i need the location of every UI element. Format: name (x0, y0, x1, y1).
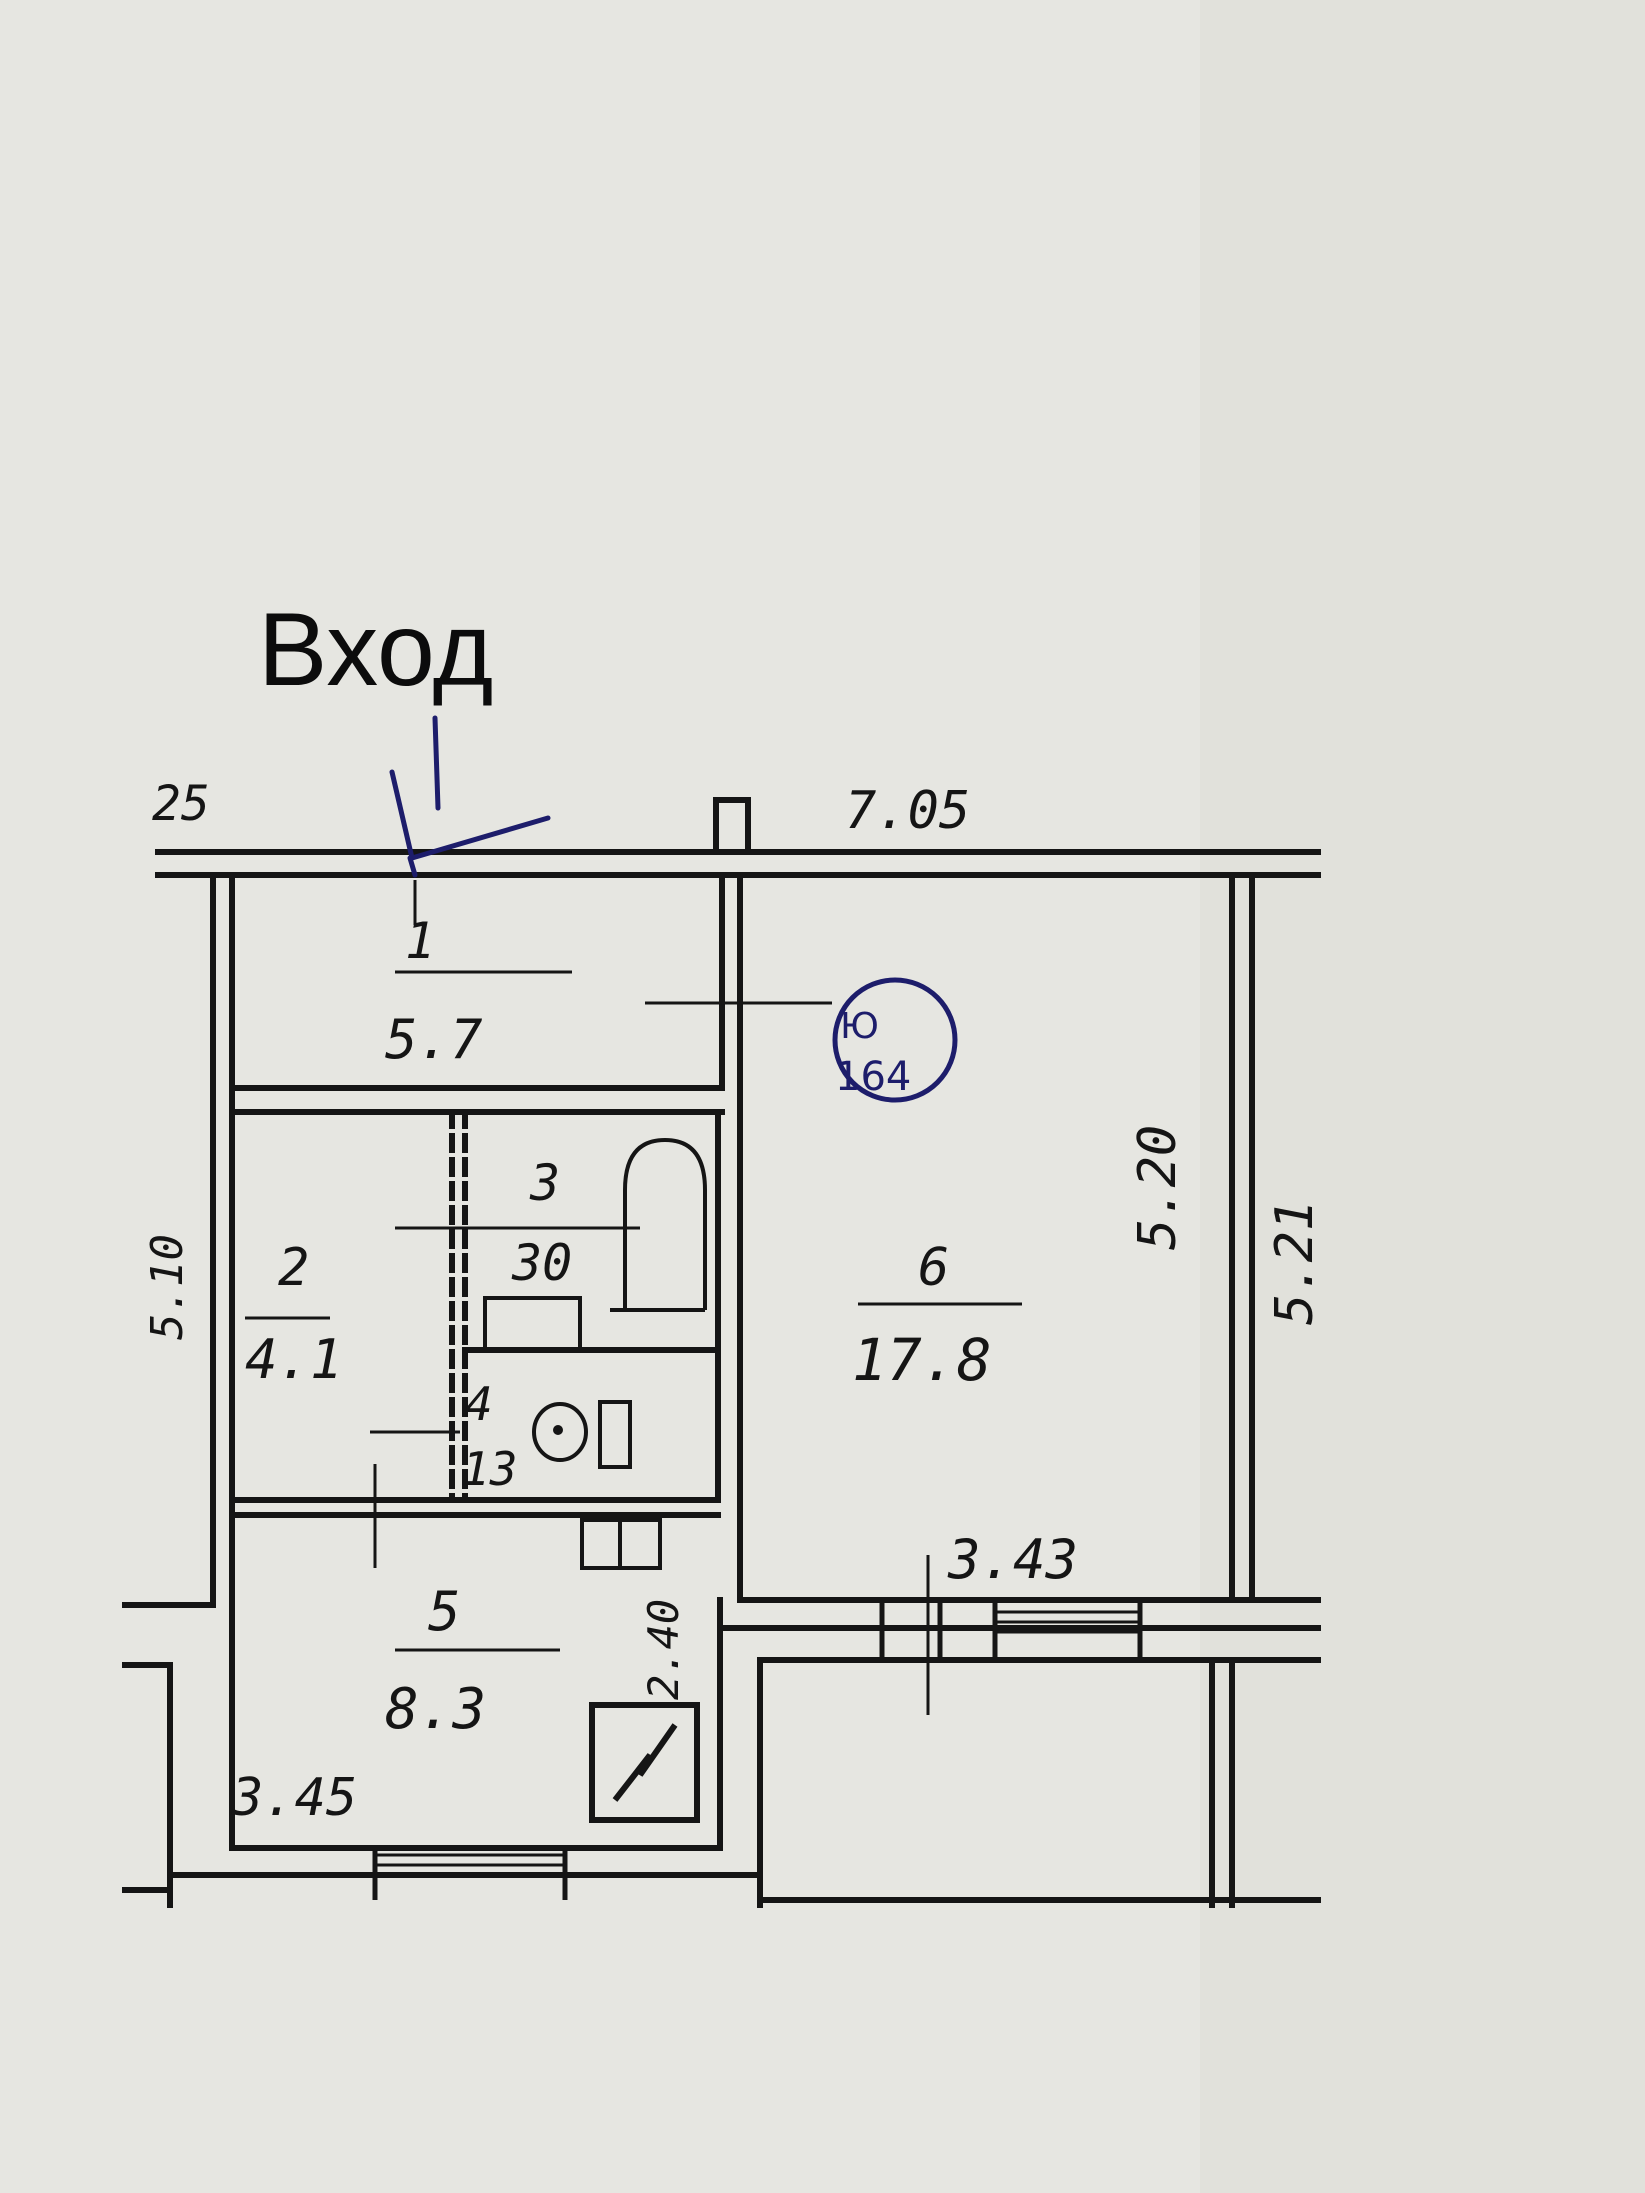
toilet-bowl (532, 1402, 588, 1462)
sink (483, 1296, 582, 1352)
windows (372, 1600, 1143, 1900)
fixtures (483, 1137, 707, 1823)
dim-room6-height: 5.20 (1128, 1125, 1188, 1250)
room-3-number: 3 (529, 1154, 560, 1212)
dim-kitchen-depth: 2.40 (639, 1599, 688, 1700)
paper-shadow (1200, 0, 1645, 2193)
dim-top-right: 7.05 (845, 781, 970, 841)
stamp-text: 164 (835, 1054, 911, 1100)
stove (589, 1702, 700, 1823)
room-2-area: 4.1 (245, 1328, 343, 1391)
room-1-area: 5.7 (385, 1008, 483, 1071)
toilet-tank (598, 1400, 632, 1469)
dim-kitchen-width: 3.45 (231, 1768, 357, 1828)
room-6-number: 6 (918, 1238, 949, 1298)
room-3-area: 30 (511, 1234, 572, 1292)
room-4-area: 13 (462, 1442, 517, 1496)
walls (122, 797, 1321, 1908)
bathtub (623, 1137, 707, 1310)
dim-room6-width: 3.43 (947, 1528, 1078, 1591)
dim-left-height: 5.10 (142, 1234, 193, 1340)
entrance-arrow (389, 715, 551, 878)
room-5-area: 8.3 (385, 1677, 486, 1742)
entrance-label: Вход (258, 592, 493, 708)
room-4-number: 4 (465, 1377, 493, 1431)
room-1-number: 1 (405, 912, 435, 970)
stamp-letter: Ю (840, 1006, 879, 1047)
label-lines (245, 880, 1022, 1715)
dim-right-height: 5.21 (1265, 1200, 1325, 1325)
room-5-number: 5 (428, 1580, 461, 1643)
room-6-area: 17.8 (852, 1326, 992, 1394)
room-2-number: 2 (278, 1238, 309, 1298)
stamp-circle (832, 977, 958, 1103)
dim-top-left: 25 (152, 776, 210, 832)
